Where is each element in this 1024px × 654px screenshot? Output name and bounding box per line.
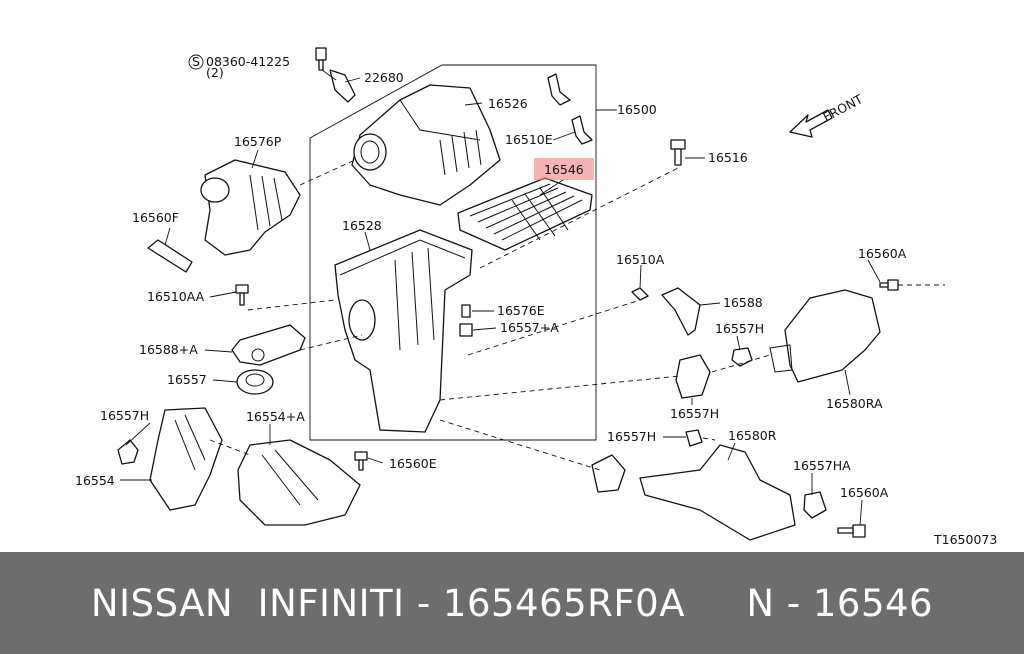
clip-top xyxy=(547,73,571,106)
bolt-16560e xyxy=(354,451,368,471)
grommet-16557a xyxy=(459,323,473,337)
label-16560e: 16560E xyxy=(389,456,437,471)
resonator xyxy=(149,407,223,511)
label-16557ha: 16557HA xyxy=(793,458,851,473)
bolt-16560a-top xyxy=(879,279,899,291)
label-16557: 16557 xyxy=(167,372,207,387)
diagram-code: T1650073 xyxy=(933,532,997,547)
label-16557h-right: 16557H xyxy=(715,321,764,336)
label-16580ra: 16580RA xyxy=(826,396,883,411)
clamp-16560f xyxy=(147,239,193,273)
grommet-16557 xyxy=(236,369,274,395)
label-16510a: 16510A xyxy=(616,252,665,267)
bolt-16510aa xyxy=(235,284,249,306)
leader-lines xyxy=(120,69,881,526)
label-16576e: 16576E xyxy=(497,303,545,318)
assembly-frame xyxy=(309,64,597,441)
bolt-16560a-bottom xyxy=(837,524,866,538)
grommet-low xyxy=(685,429,703,447)
part-highlight-16546 xyxy=(534,158,594,180)
label-16560f: 16560F xyxy=(132,210,179,225)
grommet-mid xyxy=(675,354,711,399)
screw-symbol-letter: S xyxy=(192,54,200,69)
bolt-16510a xyxy=(631,287,649,301)
label-08360-qty: (2) xyxy=(206,65,224,80)
label-16580r: 16580R xyxy=(728,428,777,443)
air-cleaner-upper-case xyxy=(351,84,501,206)
air-filter-element xyxy=(457,177,593,251)
label-16560a-top: 16560A xyxy=(858,246,907,261)
air-duct-16580r xyxy=(591,444,796,541)
air-duct-16580ra xyxy=(769,289,881,383)
label-16500: 16500 xyxy=(617,102,657,117)
exploded-parts-diagram: S 08360-41225 (2) 22680 16526 16500 1657… xyxy=(75,47,997,547)
mass-air-flow-sensor xyxy=(329,69,356,103)
part-number-text: NISSAN INFINITI - 165465RF0A N - 16546 xyxy=(90,581,934,625)
pin-16576e xyxy=(461,304,471,318)
label-16510aa: 16510AA xyxy=(147,289,205,304)
label-16557a: 16557+A xyxy=(500,320,559,335)
label-16546: 16546 xyxy=(544,162,584,177)
label-16557h-low: 16557H xyxy=(607,429,656,444)
bracket-left xyxy=(231,324,306,366)
intake-duct-hose xyxy=(200,159,301,256)
label-16557h-mid: 16557H xyxy=(670,406,719,421)
bracket-right xyxy=(661,287,701,336)
label-16588a: 16588+A xyxy=(139,342,198,357)
label-16576p: 16576P xyxy=(234,134,282,149)
label-22680: 22680 xyxy=(364,70,404,85)
label-16554a: 16554+A xyxy=(246,409,305,424)
label-front: FRONT xyxy=(820,91,865,124)
air-cleaner-lower-case xyxy=(334,229,473,433)
part-number-banner: NISSAN INFINITI - 165465RF0A N - 16546 xyxy=(0,552,1024,654)
resonator-cover xyxy=(237,439,361,526)
front-arrow-icon xyxy=(789,109,833,138)
label-16588: 16588 xyxy=(723,295,763,310)
alignment-lines xyxy=(209,159,945,471)
grommet-left xyxy=(117,439,139,465)
label-08360: 08360-41225 xyxy=(206,54,290,69)
bolt-16516 xyxy=(670,139,686,166)
screw-08360 xyxy=(315,47,327,71)
label-16554: 16554 xyxy=(75,473,115,488)
screw-symbol-icon xyxy=(188,54,204,70)
label-16510e: 16510E xyxy=(505,132,553,147)
label-16516: 16516 xyxy=(708,150,748,165)
label-16528: 16528 xyxy=(342,218,382,233)
grommet-16557ha xyxy=(803,491,827,519)
label-16526: 16526 xyxy=(488,96,528,111)
label-16557h-left: 16557H xyxy=(100,408,149,423)
label-16560a-bottom: 16560A xyxy=(840,485,889,500)
clip-bottom xyxy=(571,115,593,145)
